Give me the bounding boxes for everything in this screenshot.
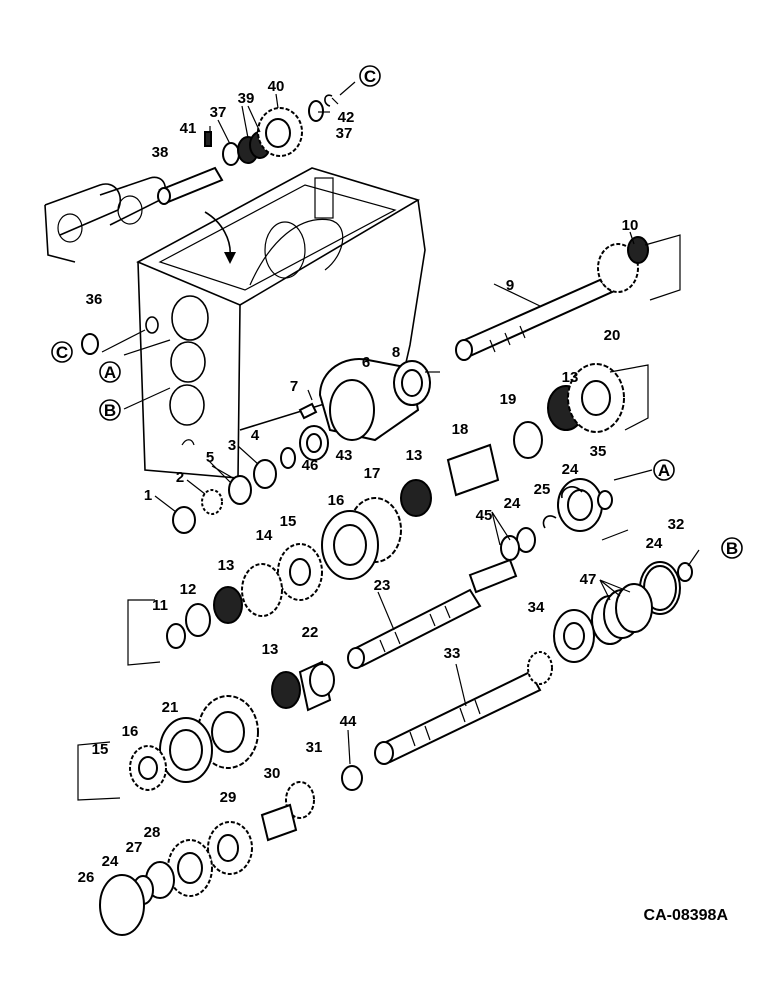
label-part-17: 17 xyxy=(364,465,381,482)
label-part-7: 7 xyxy=(290,378,298,395)
label-part-13a: 13 xyxy=(218,557,235,574)
label-part-6: 6 xyxy=(362,354,370,371)
label-part-14: 14 xyxy=(256,527,273,544)
ref-c-top: C xyxy=(364,67,376,86)
label-part-37b: 37 xyxy=(336,125,353,142)
label-part-33: 33 xyxy=(444,645,461,662)
label-part-27: 27 xyxy=(126,839,143,856)
label-part-32: 32 xyxy=(668,516,685,533)
label-part-3: 3 xyxy=(228,437,236,454)
label-part-16b: 16 xyxy=(122,723,139,740)
label-part-19: 19 xyxy=(500,391,517,408)
label-part-1: 1 xyxy=(144,487,152,504)
label-part-24b: 24 xyxy=(562,461,579,478)
retaining-rings xyxy=(553,561,693,663)
label-part-26: 26 xyxy=(78,869,95,886)
reference-circles xyxy=(51,65,743,559)
ref-b-right: B xyxy=(726,539,738,558)
ref-a-right: A xyxy=(658,461,670,480)
label-part-5: 5 xyxy=(206,449,214,466)
leader-lines xyxy=(101,81,700,765)
label-part-13c: 13 xyxy=(562,369,579,386)
label-part-9: 9 xyxy=(506,277,514,294)
transmission-housing xyxy=(44,167,426,479)
label-part-36: 36 xyxy=(86,291,103,308)
label-part-24a: 24 xyxy=(504,495,521,512)
label-part-12: 12 xyxy=(180,581,197,598)
gear-cluster-17 xyxy=(321,497,402,580)
label-part-24c: 24 xyxy=(646,535,663,552)
label-part-47: 47 xyxy=(580,571,597,588)
label-part-25: 25 xyxy=(534,481,551,498)
label-part-46: 46 xyxy=(302,457,319,474)
label-part-13d: 13 xyxy=(262,641,279,658)
ref-a-left: A xyxy=(104,363,116,382)
bracket-lines xyxy=(77,234,681,801)
label-part-45: 45 xyxy=(476,507,493,524)
label-part-38: 38 xyxy=(152,144,169,161)
label-part-37a: 37 xyxy=(210,104,227,121)
bearing-cage-group xyxy=(298,358,431,442)
label-part-15a: 15 xyxy=(280,513,297,530)
label-part-29: 29 xyxy=(220,789,237,806)
label-part-11: 11 xyxy=(152,597,168,614)
label-part-35: 35 xyxy=(590,443,607,460)
label-part-28: 28 xyxy=(144,824,161,841)
label-part-40: 40 xyxy=(268,78,285,95)
label-part-4: 4 xyxy=(251,427,260,444)
label-part-16a: 16 xyxy=(328,492,345,509)
label-part-30: 30 xyxy=(264,765,281,782)
label-part-22: 22 xyxy=(302,624,319,641)
shaft-23 xyxy=(347,588,482,669)
label-part-31: 31 xyxy=(306,739,323,756)
output-group xyxy=(468,478,613,594)
ref-b-left: B xyxy=(104,401,116,420)
drawing-code: CA-08398A xyxy=(644,907,729,924)
label-part-39: 39 xyxy=(238,90,255,107)
label-part-34: 34 xyxy=(528,599,545,616)
label-part-21: 21 xyxy=(162,699,179,716)
label-part-24d: 24 xyxy=(102,853,119,870)
label-part-44: 44 xyxy=(340,713,357,730)
label-part-10: 10 xyxy=(622,217,639,234)
gear-40 xyxy=(257,107,303,157)
ref-c-left: C xyxy=(56,343,68,362)
label-part-2: 2 xyxy=(176,469,184,486)
label-part-18: 18 xyxy=(452,421,469,438)
label-part-41: 41 xyxy=(180,120,197,137)
label-part-15b: 15 xyxy=(92,741,109,758)
mainshaft-gear-stack xyxy=(166,363,625,649)
label-part-42: 42 xyxy=(338,109,355,126)
label-part-8: 8 xyxy=(392,344,400,361)
input-shaft-9 xyxy=(455,236,649,361)
label-part-23: 23 xyxy=(374,577,391,594)
countershaft-33 xyxy=(374,651,553,765)
label-part-20: 20 xyxy=(604,327,621,344)
lower-gear-stack xyxy=(129,695,259,791)
lower-bearing-group xyxy=(271,660,335,712)
label-part-43: 43 xyxy=(336,447,353,464)
bottom-gear-group xyxy=(99,765,363,936)
idler-shaft-group xyxy=(81,94,333,355)
label-part-13b: 13 xyxy=(406,447,423,464)
